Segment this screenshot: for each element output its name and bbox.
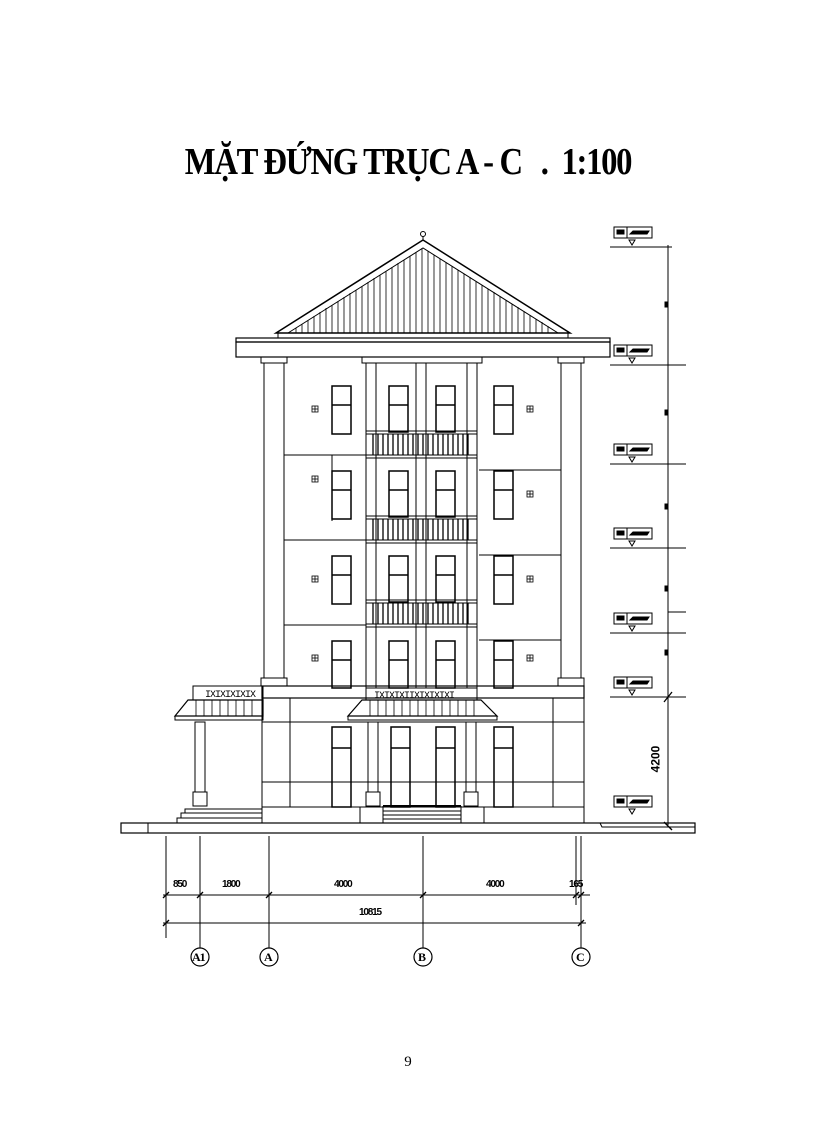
ground-floor: IXIXIXIIXIXIXIXI IXIXIXIXIX — [120, 685, 696, 834]
dim-label-total: 10815 — [359, 907, 382, 918]
svg-text:IXIXIXIIXIXIXIXI: IXIXIXIIXIXIXIXI — [374, 691, 454, 702]
title-main: MẶT ĐỨNG TRỤC A - C — [184, 141, 523, 183]
axis-label-c: C — [576, 950, 585, 964]
drawing-title: MẶT ĐỨNG TRỤC A - C. 1:100 — [57, 140, 759, 184]
dim-label-vertical: 4200 — [648, 745, 663, 773]
roof-ribs — [295, 248, 549, 333]
dim-label-2: 1800 — [222, 879, 241, 890]
svg-text:IXIXIXIXIX: IXIXIXIXIX — [205, 690, 256, 701]
axis-bubbles — [190, 947, 591, 967]
level-markers — [610, 226, 686, 831]
balconies — [365, 430, 478, 628]
title-scale-prefix: . — [540, 141, 549, 183]
axis-label-a: A — [264, 950, 273, 964]
dim-label-3: 4000 — [334, 879, 353, 890]
vents — [311, 405, 534, 662]
axis-label-a1: A1 — [192, 950, 206, 964]
dimension-lines — [162, 836, 590, 948]
dim-label-4: 4000 — [486, 879, 505, 890]
dim-label-1: 850 — [173, 879, 187, 890]
page-number: 9 — [404, 1054, 412, 1070]
roof — [235, 231, 611, 358]
dim-label-5: 165 — [569, 879, 583, 890]
title-scale: 1:100 — [561, 141, 632, 183]
axis-label-b: B — [418, 950, 427, 964]
